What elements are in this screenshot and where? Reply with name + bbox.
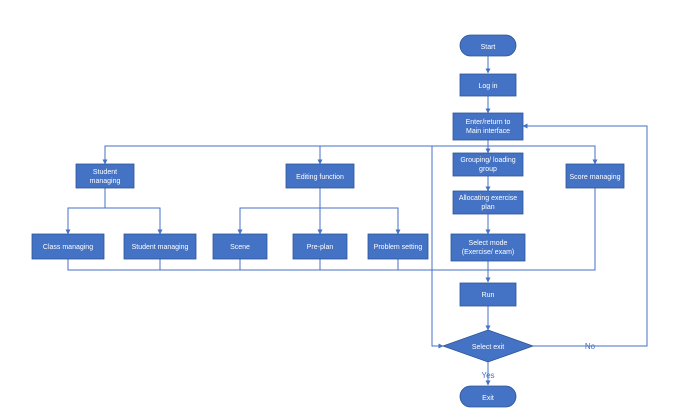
problem-setting-label: Problem setting <box>374 244 423 251</box>
edge-student-to-class <box>65 188 106 235</box>
connectors <box>65 56 648 386</box>
select-mode-label-line2: (Exercise/ exam) <box>462 249 515 256</box>
allocating-label-line1: Allocating exercise <box>459 195 517 202</box>
grouping-node <box>452 152 524 177</box>
run-node <box>459 282 517 307</box>
class-managing-label: Class managing <box>43 244 93 251</box>
class-managing-node <box>31 233 105 260</box>
grouping-label-line1: Grouping/ loading <box>460 157 515 164</box>
editing-function-label: Editing function <box>296 174 344 181</box>
select-mode-node <box>450 233 526 262</box>
edge-left-to-select-exit <box>431 164 444 349</box>
edge-no-loop <box>522 123 648 347</box>
login-node <box>459 73 517 97</box>
scene-node <box>212 233 268 260</box>
editing-function-node <box>285 163 355 189</box>
start-label: Start <box>481 44 496 51</box>
score-managing-node <box>565 163 625 189</box>
yes-label: Yes <box>481 371 494 380</box>
login-label: Log in <box>478 83 497 90</box>
no-label: No <box>585 342 596 351</box>
edge-editing-to-problem <box>320 207 401 235</box>
student-managing-label-line2: managing <box>90 178 121 185</box>
main-interface-node <box>452 112 524 141</box>
allocating-label-line2: plan <box>481 204 494 211</box>
exit-label: Exit <box>482 395 494 402</box>
main-interface-label-line2: Main interface <box>466 128 510 135</box>
student-managing-sub-node <box>123 233 197 260</box>
edge-bottom-collector <box>67 188 596 271</box>
edge-student-to-student-sub <box>105 207 163 235</box>
student-managing-label-line1: Student <box>93 169 117 176</box>
student-managing-sub-label: Student managing <box>132 244 189 251</box>
start-node <box>459 34 517 57</box>
pre-plan-label: Pre-plan <box>307 244 334 251</box>
grouping-label-line2: group <box>479 166 497 173</box>
score-managing-label: Score managing <box>570 174 621 181</box>
student-managing-node <box>75 163 135 189</box>
nodes: Start Log in Enter/return to Main interf… <box>31 34 625 408</box>
allocating-node <box>452 190 524 215</box>
main-interface-label-line1: Enter/return to <box>466 119 511 126</box>
select-mode-label-line1: Select mode <box>469 240 508 247</box>
select-exit-decision <box>441 329 535 363</box>
problem-setting-node <box>367 233 429 260</box>
run-label: Run <box>482 292 495 299</box>
scene-label: Scene <box>230 244 250 251</box>
pre-plan-node <box>292 233 348 260</box>
edge-editing-to-scene <box>237 188 321 235</box>
exit-node <box>459 385 517 408</box>
select-exit-label: Select exit <box>472 344 504 351</box>
